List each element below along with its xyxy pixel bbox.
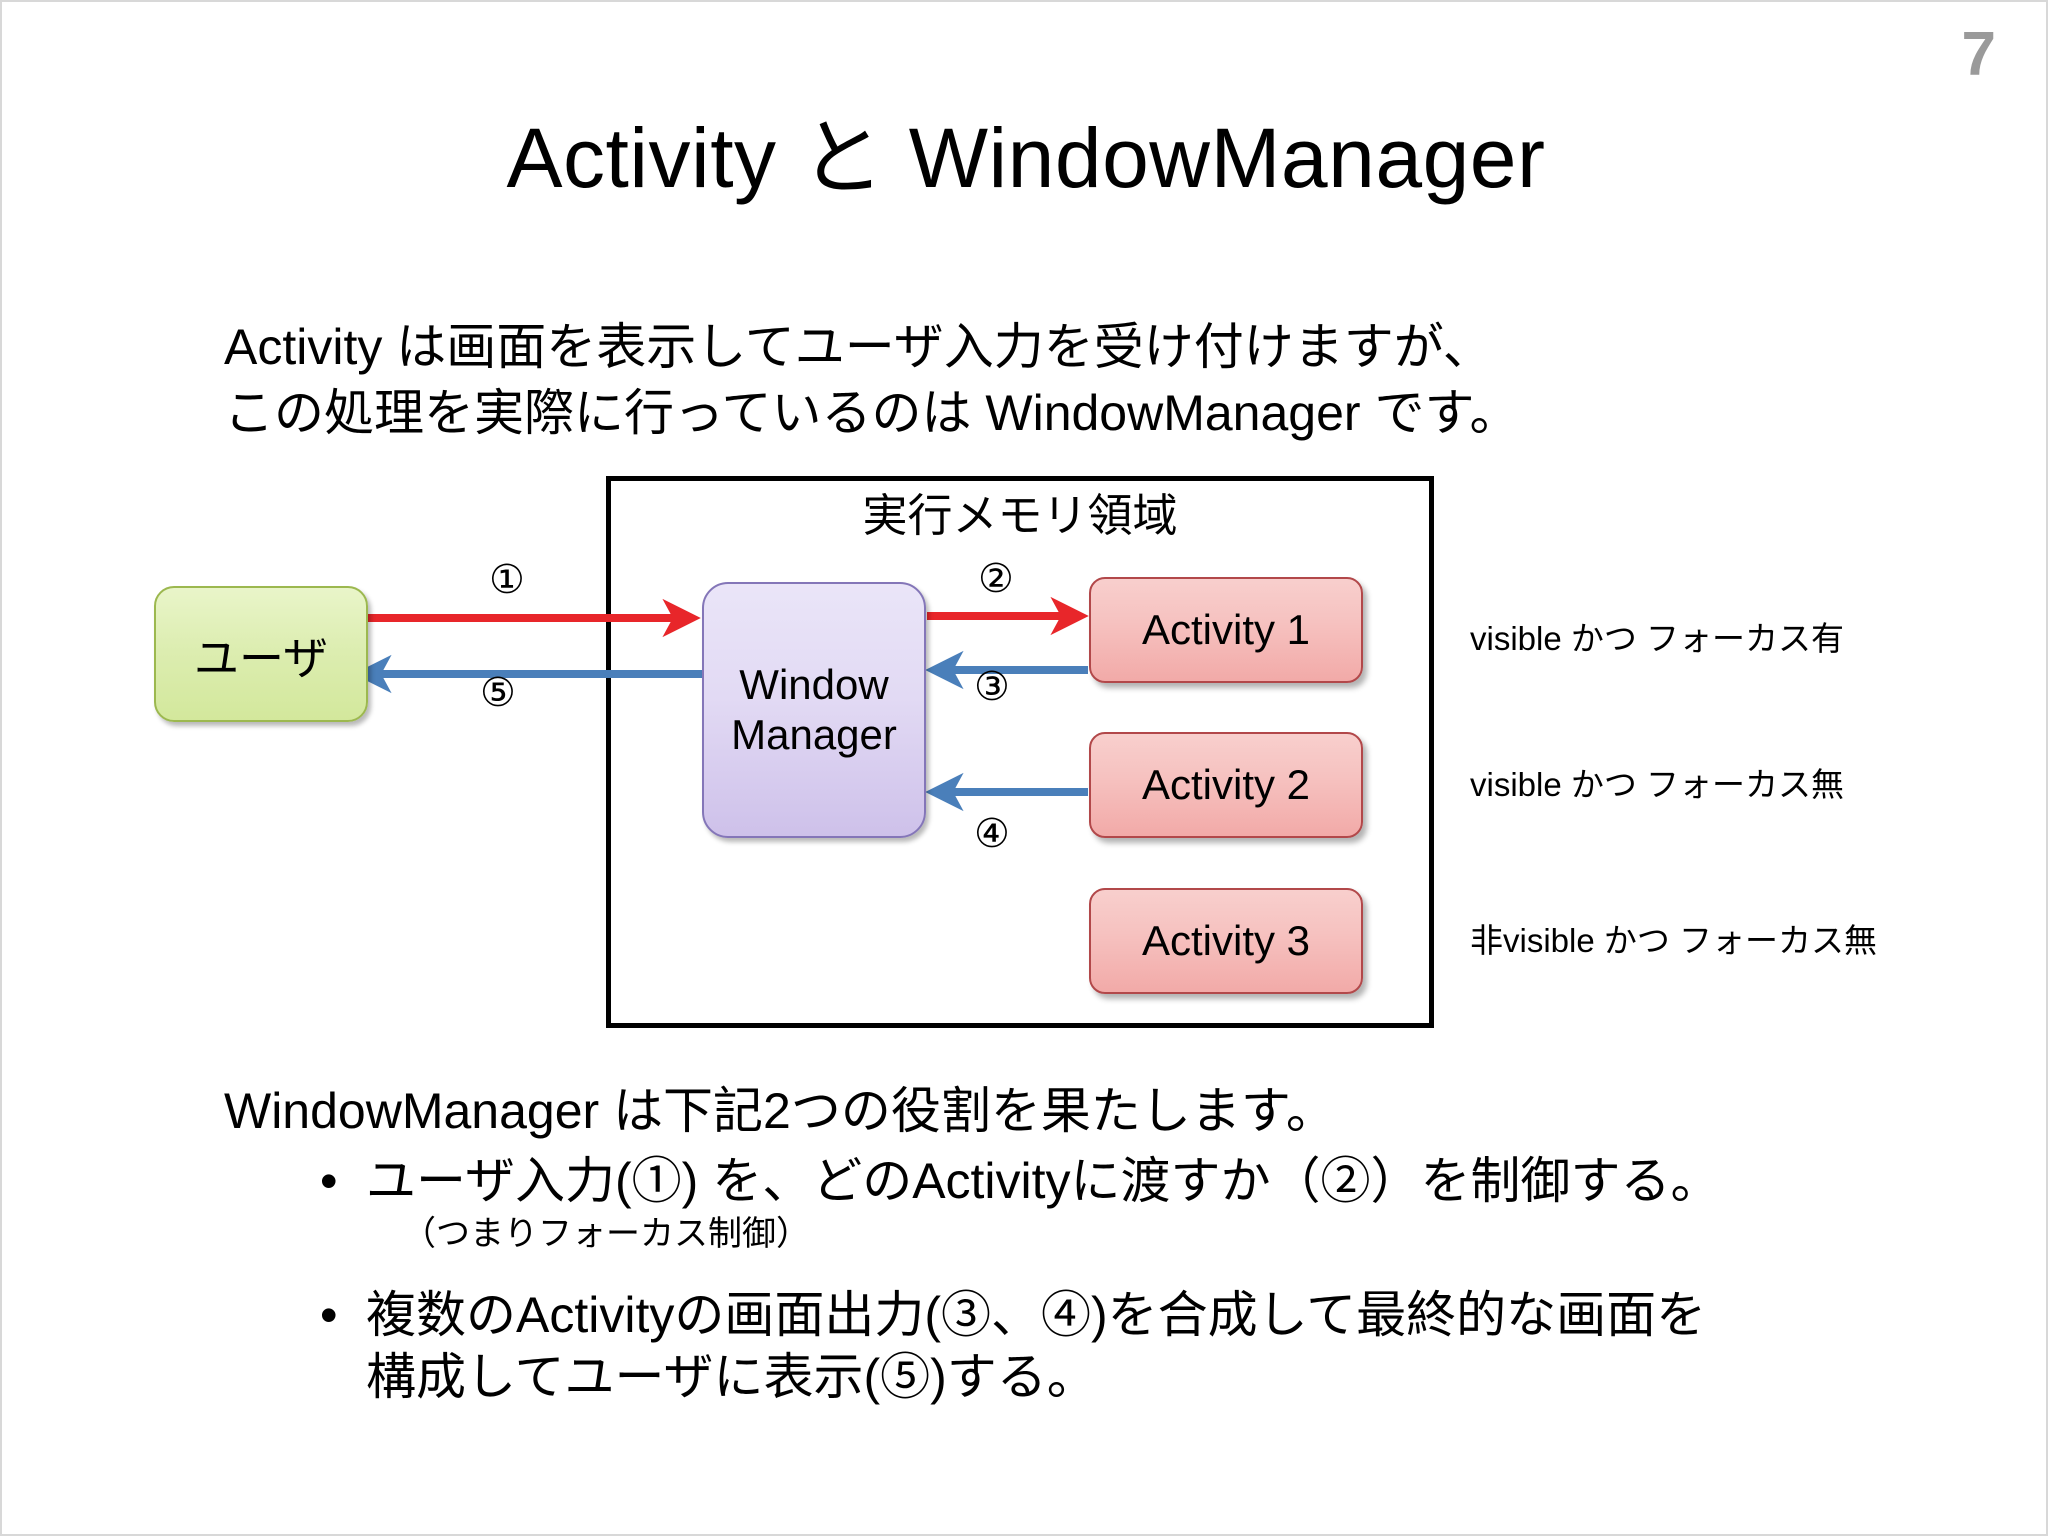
activity-3-label: Activity 3 [1141,917,1311,964]
step-number-2: ② [978,557,1014,601]
page-number: 7 [1961,20,1996,89]
intro-line-1: Activity は画面を表示してユーザ入力を受け付けますが、 [224,319,1493,375]
summary-bullet-1-text: ユーザ入力(①) を、どのActivityに渡すか（②）を制御する。 [366,1153,1721,1209]
intro-paragraph: Activity は画面を表示してユーザ入力を受け付けますが、 この処理を実際に… [224,314,1519,446]
activity-2-label: Activity 2 [1141,761,1311,808]
activity-1-state-label: visible かつ フォーカス有 [1470,620,1845,657]
step-number-3: ③ [974,665,1010,709]
bullet-marker-icon: • [320,1153,338,1209]
memory-region-label: 実行メモリ領域 [862,490,1178,541]
page-title: Activity と WindowManager [506,111,1546,205]
user-box-label: ユーザ [193,632,329,684]
step-number-4: ④ [974,812,1010,856]
summary-bullet-2-text: 複数のActivityの画面出力(③、④)を合成して最終的な画面を 構成してユー… [366,1284,1706,1408]
summary-bullet-2-line-2: 構成してユーザに表示(⑤)する。 [366,1349,1097,1405]
step-number-1: ① [489,558,525,602]
activity-1-label: Activity 1 [1141,606,1311,653]
summary-lead-text: WindowManager は下記2つの役割を果たします。 [224,1083,1336,1139]
activity-3-state-label: 非visible かつ フォーカス無 [1470,922,1878,959]
windowmanager-label-line2: Manager [731,711,897,758]
user-box: ユーザ [154,586,368,722]
activity-1-box: Activity 1 [1089,577,1363,683]
windowmanager-box: Window Manager [702,582,926,838]
activity-2-state-label: visible かつ フォーカス無 [1470,766,1845,803]
windowmanager-label-line1: Window [739,661,889,709]
bullet-marker-icon: • [320,1287,338,1343]
step-number-5: ⑤ [480,671,516,715]
summary-bullet-1-subtext: （つまりフォーカス制御） [402,1215,810,1253]
activity-3-box: Activity 3 [1089,888,1363,994]
activity-2-box: Activity 2 [1089,732,1363,838]
summary-bullet-1: • ユーザ入力(①) を、どのActivityに渡すか（②）を制御する。 [320,1150,1721,1213]
summary-bullet-2-line-1: 複数のActivityの画面出力(③、④)を合成して最終的な画面を [366,1287,1707,1343]
intro-line-2: この処理を実際に行っているのは WindowManager です。 [224,385,1520,441]
summary-bullet-2: • 複数のActivityの画面出力(③、④)を合成して最終的な画面を 構成して… [320,1284,1706,1408]
